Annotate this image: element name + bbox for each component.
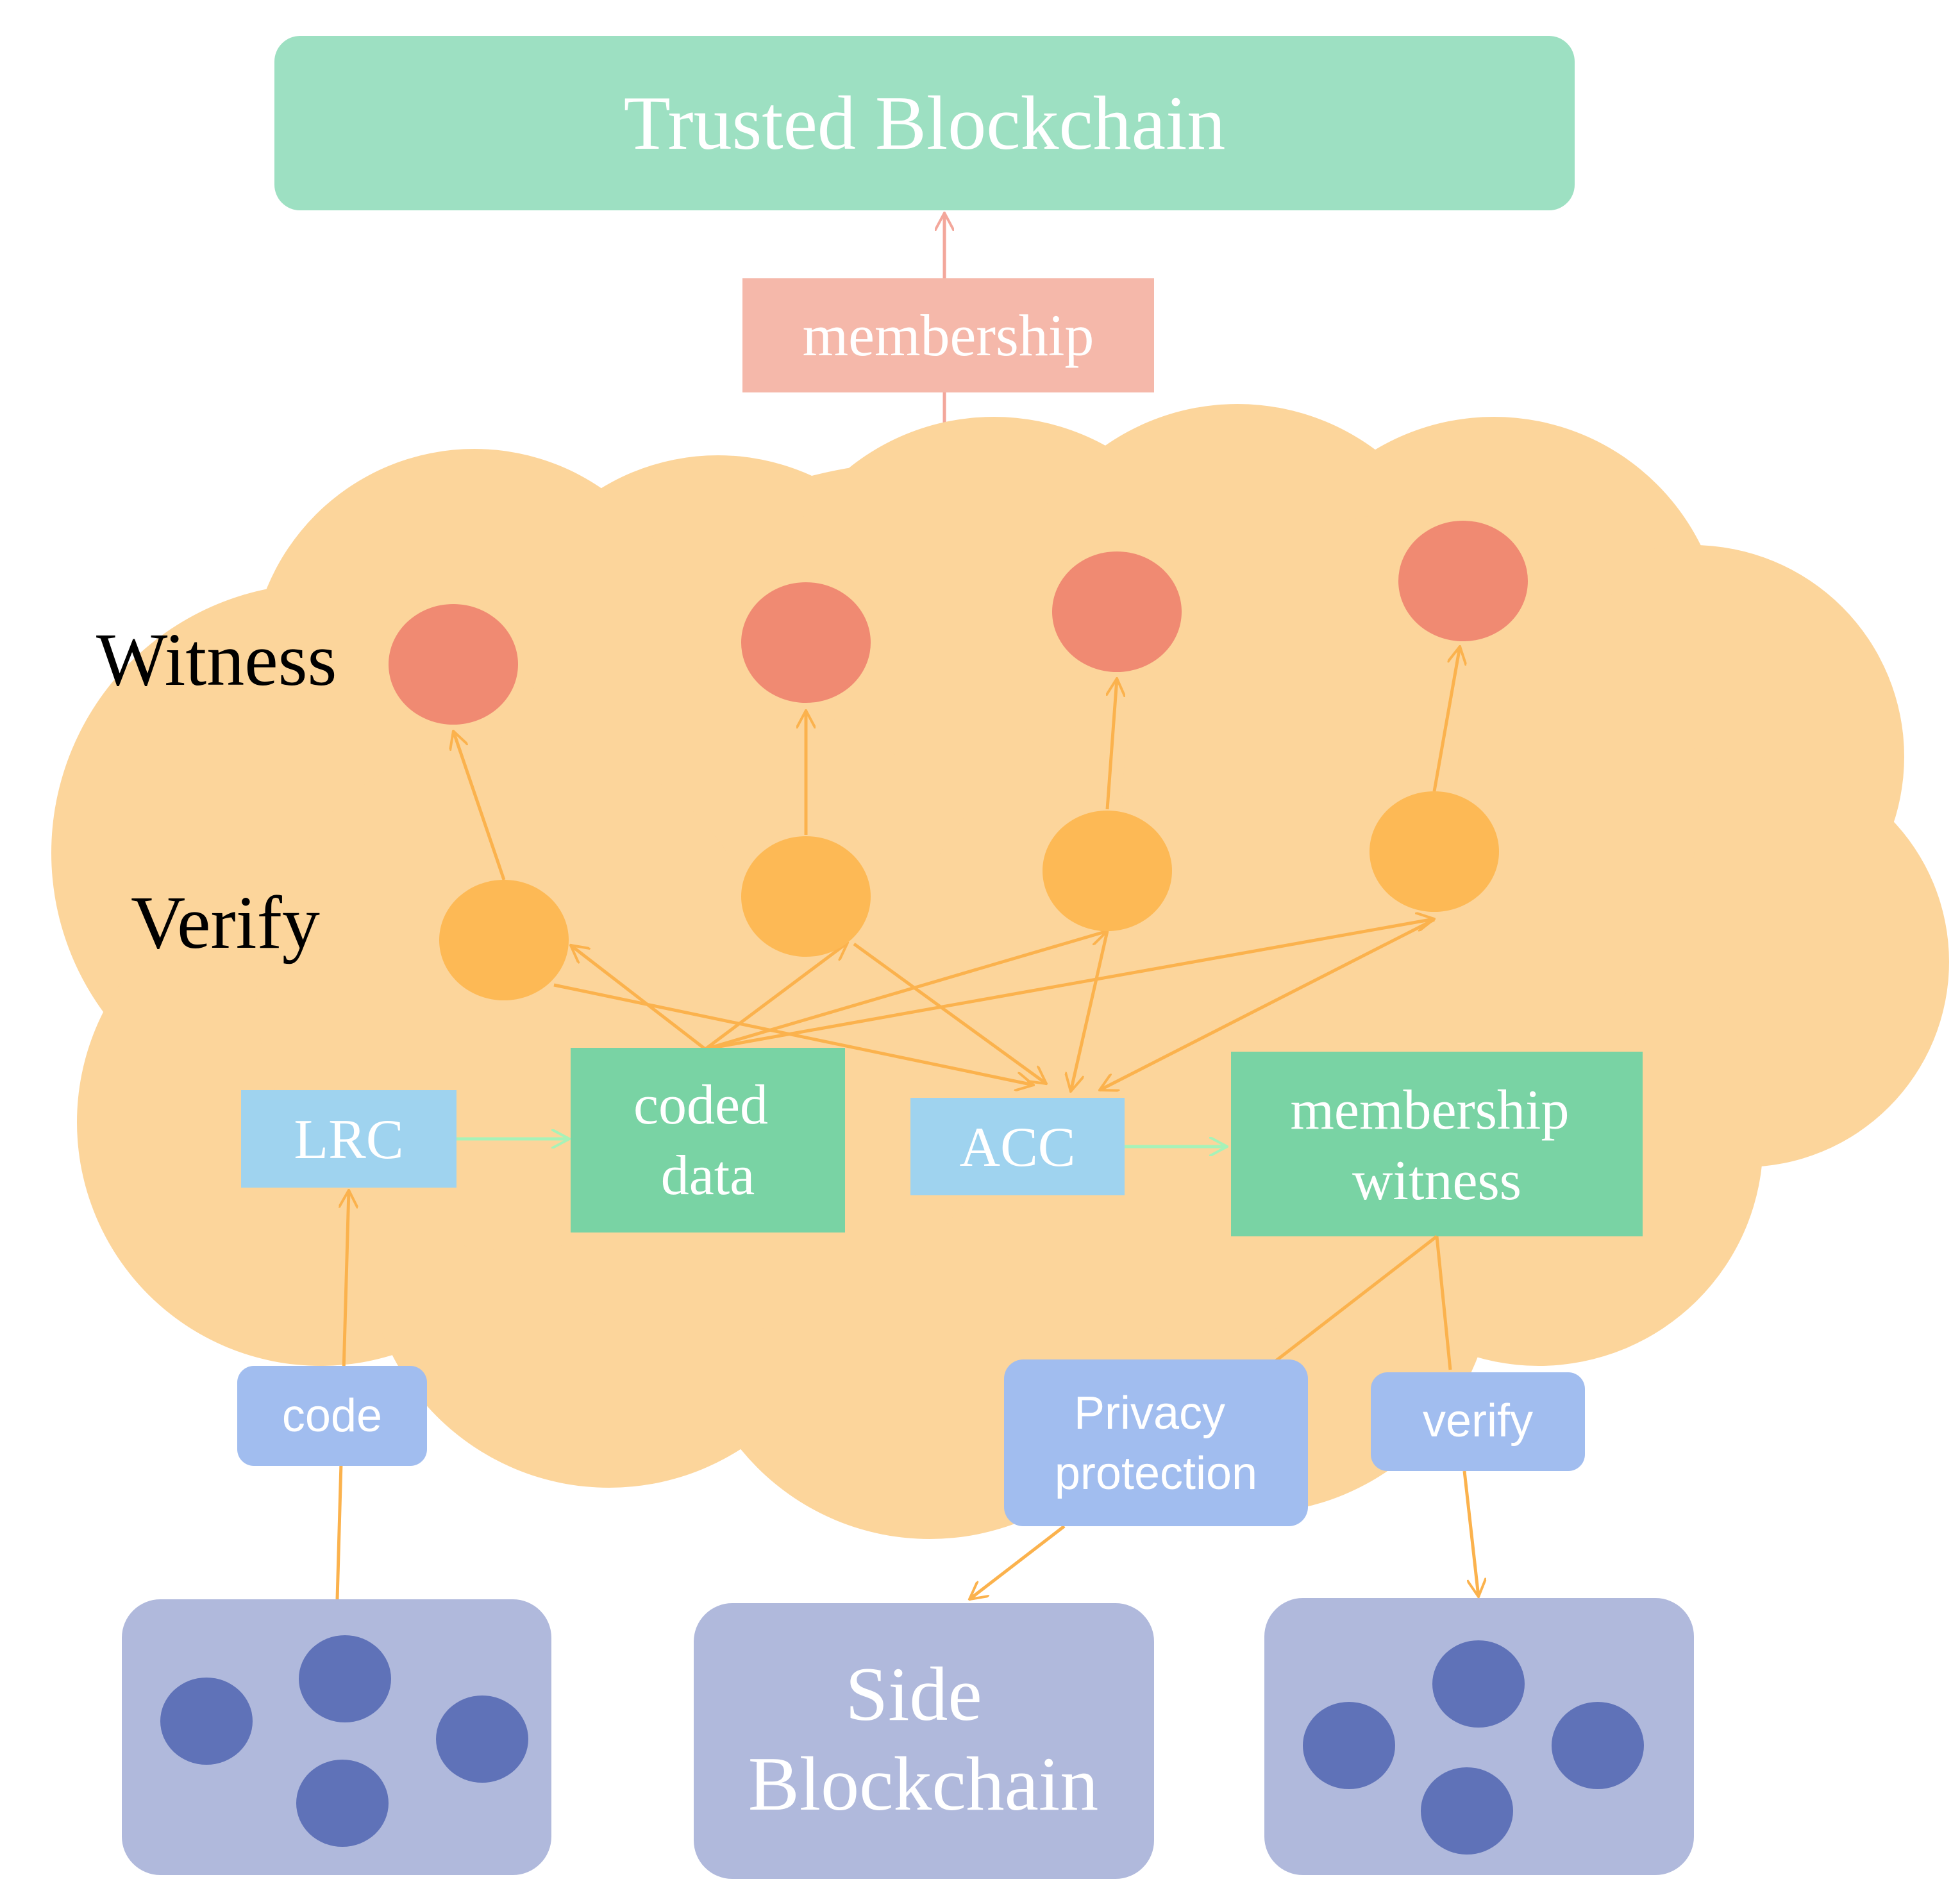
- verify-to-acc-arrows: [553, 918, 1436, 1091]
- acc-box: [910, 1098, 1125, 1195]
- membership-label: membership: [803, 303, 1094, 368]
- arrow-verify3-witness3: [1105, 678, 1117, 810]
- left-chain-box: [122, 1599, 551, 1875]
- verify-nodes: [439, 791, 1499, 1000]
- left-chain-node-2: [299, 1635, 391, 1722]
- right-chain-node-2: [1432, 1640, 1525, 1728]
- verify-row-label: Verify: [131, 880, 320, 964]
- left-chain-node-1: [160, 1678, 253, 1765]
- side-blockchain-label: Side Blockchain: [748, 1651, 1099, 1826]
- privacy-protection-tag: [1004, 1359, 1308, 1526]
- right-chain-node-1: [1303, 1702, 1395, 1789]
- arrow-witness-verify-tag: [1435, 1236, 1452, 1370]
- right-chain-node-3: [1552, 1702, 1644, 1789]
- witness-node-4: [1398, 521, 1528, 641]
- membership-witness-label: membership witness: [1290, 1079, 1583, 1212]
- arrow-verify3-acc: [1071, 930, 1109, 1091]
- code-tag-label: code: [282, 1390, 382, 1442]
- coded-data-label: coded data: [633, 1074, 782, 1207]
- side-blockchain-line-2: Blockchain: [748, 1741, 1099, 1826]
- right-chain-node-4: [1421, 1767, 1513, 1855]
- arrow-coded-verify2: [704, 943, 848, 1051]
- arrow-coded-verify1: [571, 945, 707, 1050]
- code-tag: [237, 1366, 427, 1466]
- verify-tag: [1371, 1372, 1585, 1471]
- verify-to-witness-arrows: [453, 646, 1460, 880]
- witness-nodes: [389, 521, 1528, 725]
- trusted-blockchain-title: Trusted Blockchain: [624, 80, 1226, 165]
- left-chain-nodes: [160, 1635, 528, 1847]
- verify-node-2: [741, 836, 871, 957]
- lrc-label: LRC: [294, 1109, 403, 1171]
- witness-node-2: [741, 582, 871, 703]
- right-chain-box: [1264, 1598, 1694, 1875]
- verify-node-3: [1043, 811, 1172, 931]
- verify-tag-label: verify: [1423, 1395, 1533, 1447]
- side-blockchain-box: [694, 1603, 1154, 1879]
- trusted-blockchain-box: [274, 36, 1575, 210]
- membership-witness-box: [1231, 1052, 1643, 1236]
- witness-node-3: [1052, 551, 1182, 672]
- left-chain-node-4: [296, 1760, 389, 1847]
- privacy-protection-label: Privacy protection: [1055, 1388, 1257, 1499]
- arrow-witness-privacy: [1275, 1235, 1438, 1362]
- right-chain-nodes: [1303, 1640, 1644, 1855]
- verify-node-1: [439, 880, 569, 1000]
- membership-witness-line-1: membership: [1290, 1079, 1569, 1141]
- arrow-verify1-witness1: [453, 731, 506, 880]
- coded-data-box: [571, 1048, 845, 1233]
- privacy-protection-line-1: Privacy: [1074, 1388, 1225, 1439]
- membership-witness-line-2: witness: [1352, 1150, 1521, 1212]
- coded-data-line-1: coded: [633, 1074, 768, 1136]
- arrow-verify4-acc: [1100, 918, 1436, 1090]
- arrow-verify1-acc: [553, 983, 1034, 1085]
- arrow-verify2-acc: [853, 942, 1046, 1084]
- left-chain-node-3: [436, 1695, 528, 1783]
- witness-row-label: Witness: [96, 618, 337, 702]
- privacy-protection-line-2: protection: [1055, 1448, 1257, 1499]
- acc-label: ACC: [960, 1116, 1076, 1179]
- coded-data-line-2: data: [661, 1145, 755, 1207]
- arrow-verify4-witness4: [1432, 646, 1460, 792]
- lrc-box: [241, 1090, 456, 1188]
- arrow-coded-verify4: [705, 919, 1434, 1051]
- side-blockchain-line-1: Side: [845, 1651, 982, 1737]
- verify-node-4: [1369, 791, 1499, 912]
- arrow-privacy-side: [969, 1525, 1066, 1599]
- witness-node-1: [389, 604, 518, 725]
- arrow-verify-tag-chain: [1462, 1470, 1478, 1597]
- membership-box: [742, 278, 1154, 392]
